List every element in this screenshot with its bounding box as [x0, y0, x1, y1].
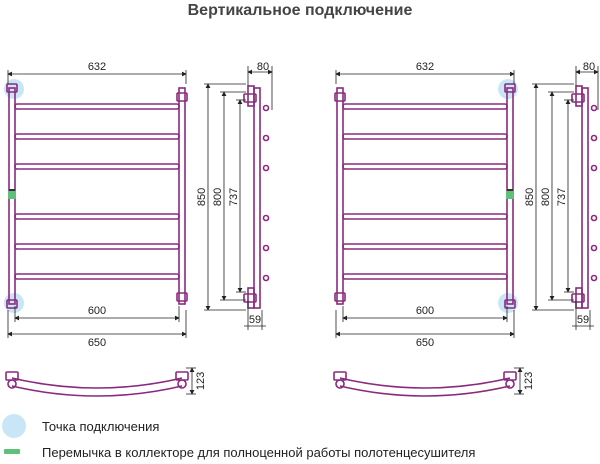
dim-80-left: 80 [257, 61, 269, 73]
right-front-view [334, 79, 518, 313]
left-front-view [4, 79, 188, 313]
dim-800-right: 800 [540, 188, 552, 206]
connection-point-swatch [2, 414, 26, 438]
legend-jumper-label: Перемычка в коллекторе для полноценной р… [42, 444, 476, 460]
dim-123-left: 123 [195, 372, 207, 390]
dim-650-left: 650 [88, 337, 106, 349]
dim-600-right: 600 [416, 305, 434, 317]
dim-850-right: 850 [524, 188, 536, 206]
jumper-marker-left [8, 191, 16, 199]
diagram-title: Вертикальное подключение [187, 2, 413, 19]
legend-jumper: Перемычка в коллекторе для полноценной р… [0, 440, 475, 464]
jumper-marker-right [506, 191, 514, 199]
dim-800-left: 800 [212, 188, 224, 206]
dim-632-left: 632 [88, 61, 106, 73]
dim-850-left: 850 [196, 188, 208, 206]
legend-connection-label: Точка подключения [42, 418, 160, 434]
dim-650-right: 650 [416, 337, 434, 349]
dim-123-right: 123 [523, 372, 535, 390]
right-side-view [571, 85, 598, 309]
dim-737-left: 737 [228, 188, 240, 206]
jumper-swatch [4, 449, 20, 454]
right-plan-view [333, 371, 517, 397]
dim-600-left: 600 [88, 305, 106, 317]
dim-632-right: 632 [416, 61, 434, 73]
legend-connection-point: Точка подключения [0, 414, 159, 438]
dim-59-right: 59 [577, 314, 589, 326]
left-plan-view [5, 371, 189, 397]
dim-80-right: 80 [583, 61, 595, 73]
left-side-view [243, 85, 270, 309]
dim-737-right: 737 [556, 188, 568, 206]
dim-59-left: 59 [249, 314, 261, 326]
